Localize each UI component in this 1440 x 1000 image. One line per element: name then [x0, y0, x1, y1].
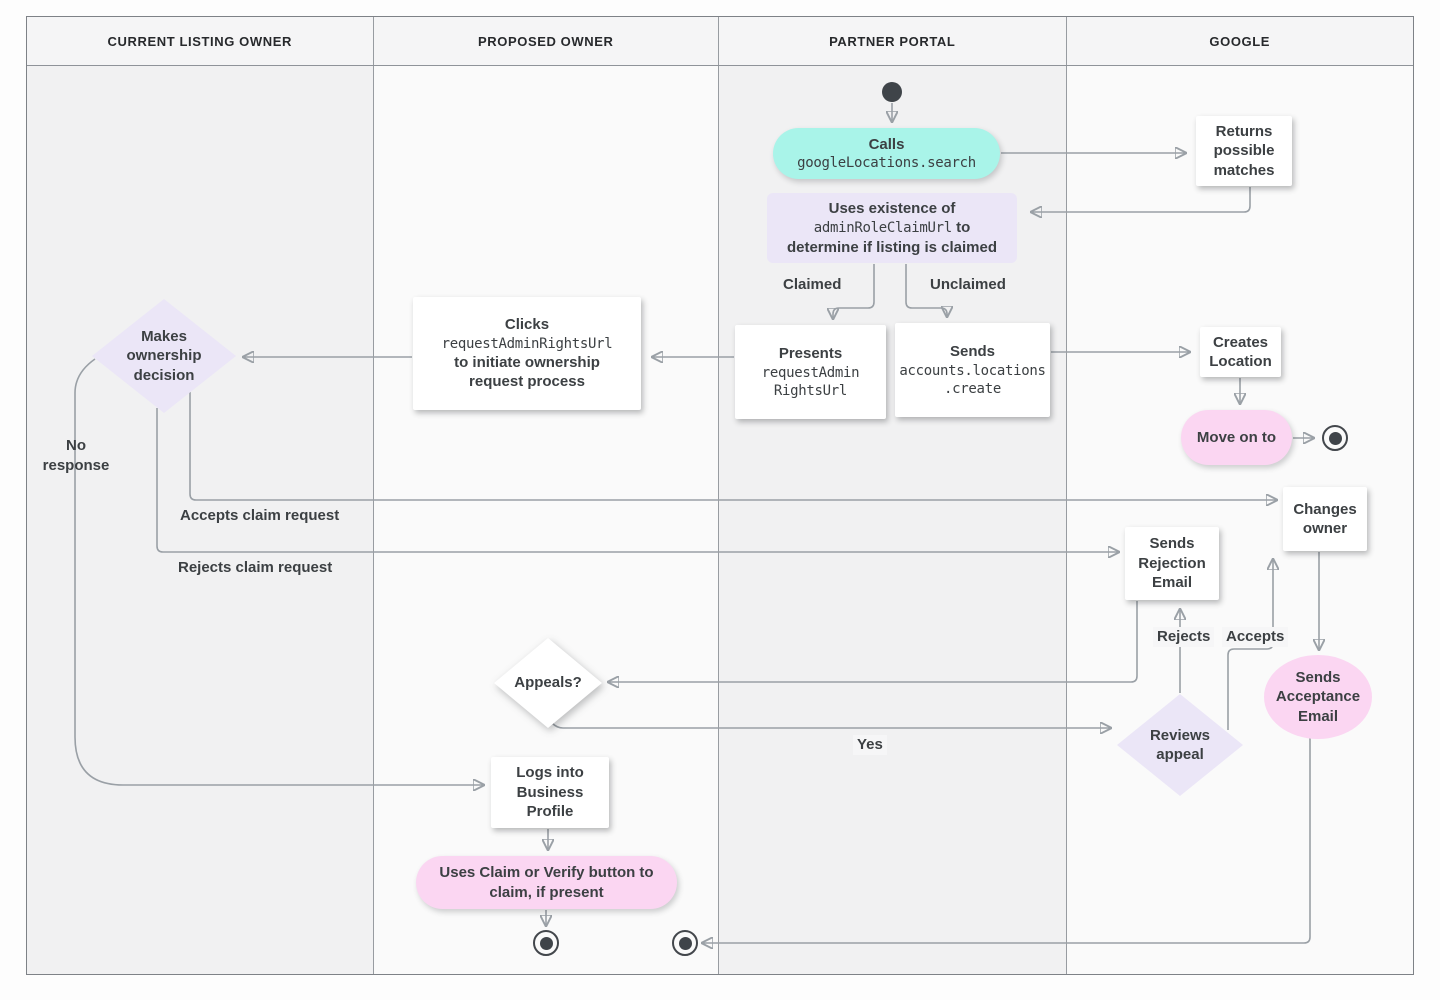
lane-header-current-listing-owner: CURRENT LISTING OWNER	[27, 17, 374, 65]
node-rest: to initiate ownership request process	[454, 353, 600, 391]
node-label: Logs into Business Profile	[516, 764, 584, 821]
node-line3: determine if listing is claimed	[786, 238, 998, 256]
node-logs-into-business-profile: Logs into Business Profile	[491, 757, 609, 828]
node-reviews-appeal: Reviews appeal	[1117, 694, 1243, 796]
edge-label-accepts: Accepts	[1222, 627, 1289, 648]
lane-header-row: CURRENT LISTING OWNER PROPOSED OWNER PAR…	[27, 17, 1413, 66]
lane-header-partner-portal: PARTNER PORTAL	[719, 17, 1067, 65]
edge-label-rejects: Rejects	[1153, 627, 1215, 648]
node-sends-acceptance-email: Sends Acceptance Email	[1264, 655, 1372, 739]
end-node-acceptance-flow	[672, 930, 698, 956]
node-code-line1: requestAdmin	[761, 364, 860, 381]
edge-label-no-response: No response	[42, 437, 110, 475]
node-label: Move on to	[1196, 428, 1277, 446]
lane-proposed-owner	[373, 66, 719, 974]
node-code: googleLocations.search	[797, 155, 976, 172]
node-line1: Uses existence of	[828, 199, 956, 217]
node-appeals-decision: Appeals?	[494, 638, 602, 728]
node-label: Uses Claim or Verify button to claim, if…	[439, 864, 654, 901]
node-code-line2: .create	[944, 380, 1001, 397]
edge-label-claimed: Claimed	[783, 276, 842, 293]
node-title: Calls	[868, 135, 905, 153]
node-presents-requestadminrightsurl: Presents requestAdmin RightsUrl	[735, 325, 886, 419]
node-creates-location: Creates Location	[1200, 327, 1281, 377]
node-label: Creates Location	[1209, 333, 1272, 371]
node-sends-rejection-email: Sends Rejection Email	[1125, 527, 1219, 600]
edge-label-accepts-claim-request: Accepts claim request	[180, 507, 340, 524]
node-code-line2: RightsUrl	[773, 382, 848, 399]
node-label: Reviews appeal	[1149, 726, 1211, 764]
node-returns-possible-matches: Returns possible matches	[1196, 116, 1292, 186]
node-label: Returns possible matches	[1213, 122, 1275, 179]
lane-header-google: GOOGLE	[1066, 17, 1413, 65]
node-clicks-requestadminrightsurl: Clicks requestAdminRightsUrl to initiate…	[413, 297, 641, 410]
node-line2-tail: to	[956, 219, 971, 237]
start-node	[882, 82, 902, 102]
node-label: Changes owner	[1293, 500, 1357, 538]
end-node-claim-flow	[533, 930, 559, 956]
node-label: Sends Acceptance Email	[1275, 668, 1361, 725]
node-uses-claim-or-verify-button: Uses Claim or Verify button to claim, if…	[416, 856, 677, 909]
lane-header-proposed-owner: PROPOSED OWNER	[373, 17, 719, 65]
node-calls-googlelocations-search: Calls googleLocations.search	[773, 128, 1000, 179]
node-line2: adminRoleClaimUrl to	[814, 218, 971, 238]
edge-label-rejects-claim-request: Rejects claim request	[178, 559, 333, 576]
node-label: Makes ownership decision	[126, 327, 202, 384]
node-code: adminRoleClaimUrl	[813, 220, 953, 237]
node-sends-accounts-locations-create: Sends accounts.locations .create	[895, 323, 1050, 417]
node-code: requestAdminRightsUrl	[441, 335, 613, 352]
node-makes-ownership-decision: Makes ownership decision	[92, 299, 236, 413]
node-changes-owner: Changes owner	[1283, 487, 1367, 551]
edge-label-yes: Yes	[853, 735, 887, 756]
node-code-line1: accounts.locations	[899, 362, 1046, 379]
node-title: Sends	[949, 343, 995, 361]
node-title: Clicks	[504, 316, 550, 334]
node-label: Appeals?	[514, 674, 582, 692]
edge-label-unclaimed: Unclaimed	[930, 276, 1006, 293]
node-uses-existence-adminroleclaimurl: Uses existence of adminRoleClaimUrl to d…	[767, 193, 1017, 263]
end-node-create-flow	[1322, 425, 1348, 451]
node-title: Presents	[778, 345, 843, 363]
node-move-on-to: Move on to	[1181, 410, 1292, 465]
node-label: Sends Rejection Email	[1138, 535, 1206, 592]
